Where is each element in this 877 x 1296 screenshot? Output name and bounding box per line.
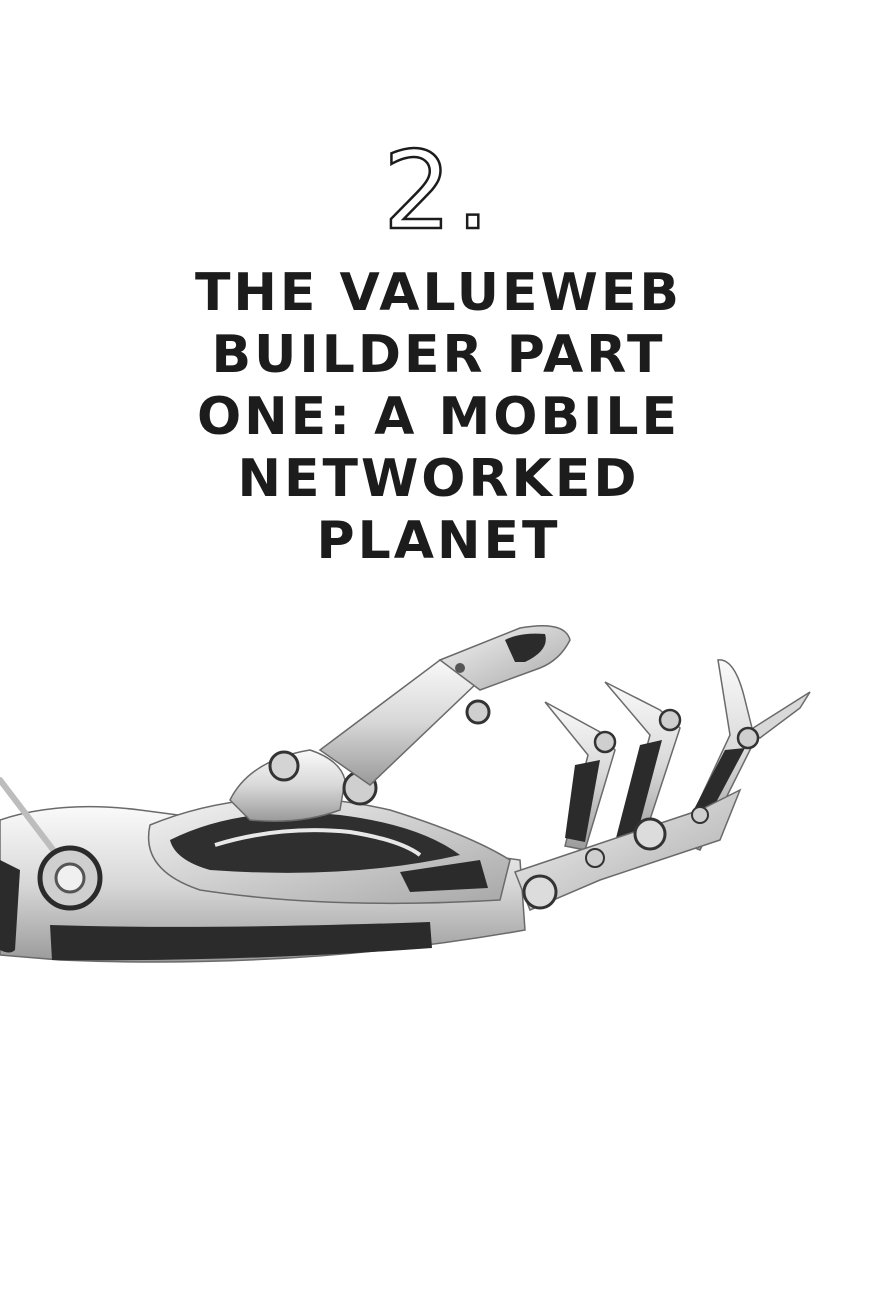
- chapter-title-line: PLANET: [316, 511, 561, 571]
- robotic-hand-icon: [0, 625, 811, 963]
- chapter-title-line: ONE: A MOBILE: [196, 387, 681, 447]
- chapter-title-line: THE VALUEWEB: [194, 263, 683, 323]
- chapter-number: 2.: [382, 129, 495, 254]
- chapter-title: THE VALUEWEB BUILDER PART ONE: A MOBILE …: [0, 262, 877, 572]
- chapter-title-line: BUILDER PART: [211, 325, 666, 385]
- chapter-title-line: NETWORKED: [237, 449, 640, 509]
